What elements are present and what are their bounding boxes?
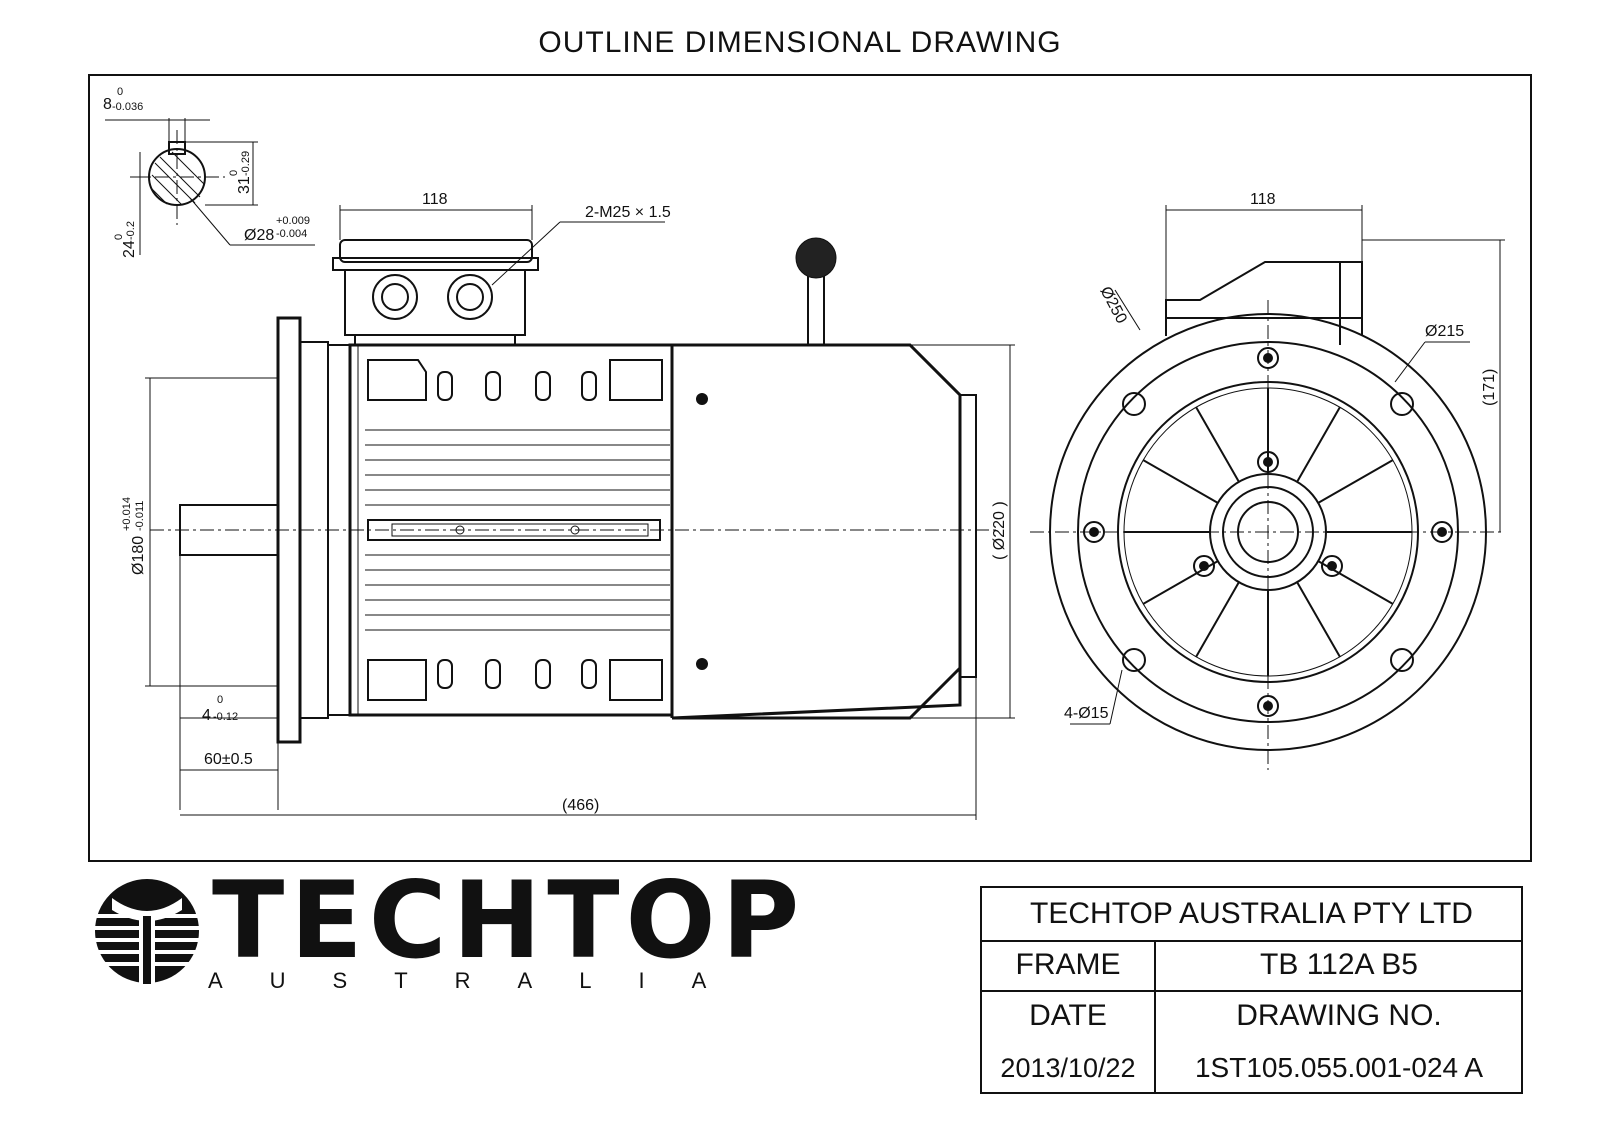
holes-dim: 4-Ø15 [1064, 705, 1109, 722]
tbox-width-side-dim: 118 [422, 191, 448, 208]
overall-length-dim: (466) [562, 797, 599, 814]
title-block: TECHTOP AUSTRALIA PTY LTD FRAME TB 112A … [980, 886, 1523, 1094]
key-width-tol-lower: -0.036 [112, 101, 143, 113]
key-height-tol-upper: 0 [228, 170, 240, 176]
shaft-section-view [105, 118, 315, 255]
shaft-dia-tol-lower: -0.004 [276, 228, 307, 240]
tbox-width-end-dim: 118 [1250, 191, 1276, 208]
body-dia-dim: ( Ø220 ) [991, 501, 1008, 560]
shaft-dia-tol-upper: +0.009 [276, 215, 310, 227]
shaft-dia-dim: Ø28 [244, 227, 274, 244]
tb-drawing-no-value: 1ST105.055.001-024 A [1194, 1052, 1483, 1083]
tb-company: TECHTOP AUSTRALIA PTY LTD [1030, 897, 1473, 930]
tb-date-value: 2013/10/22 [1000, 1052, 1136, 1083]
spigot-tol-upper: +0.014 [121, 497, 133, 531]
shaft-key-depth-tol-upper: 0 [113, 234, 125, 240]
techtop-logo: TECHTOP AUSTRALIA [92, 868, 799, 1006]
logo-brand: TECHTOP [212, 859, 806, 982]
motor-end-view [1030, 205, 1505, 770]
tb-frame-value: TB 112A B5 [1260, 948, 1418, 981]
tb-date-label: DATE [1029, 999, 1107, 1032]
key-width-tol-upper: 0 [117, 86, 123, 98]
shaft-key-depth-dim: 24 [121, 240, 138, 258]
shaft-key-depth-tol-lower: -0.2 [125, 221, 137, 240]
drawing-frame [88, 74, 1532, 862]
cable-gland-dim: 2-M25 × 1.5 [585, 204, 671, 221]
motor-side-view [145, 205, 1015, 820]
spigot-dia-dim: Ø180 [130, 536, 147, 575]
logo-emblem-icon [95, 879, 199, 984]
key-height-dim: 31 [236, 176, 253, 194]
spigot-depth-tol-upper: 0 [217, 694, 223, 706]
key-height-tol-lower: -0.29 [240, 151, 252, 176]
spigot-tol-lower: -0.011 [134, 501, 146, 531]
shaft-length-dim: 60±0.5 [204, 751, 253, 768]
drawing-title: OUTLINE DIMENSIONAL DRAWING [538, 26, 1062, 59]
pcd-dim: Ø215 [1425, 323, 1464, 340]
height-to-tbox-dim: (171) [1481, 369, 1498, 406]
tb-frame-label: FRAME [1015, 948, 1121, 981]
spigot-depth-tol-lower: -0.12 [213, 711, 238, 723]
key-width-dim: 8 [103, 96, 112, 113]
logo-sub: AUSTRALIA [208, 968, 754, 993]
tb-drawing-no-label: DRAWING NO. [1236, 999, 1442, 1032]
spigot-depth-dim: 4 [202, 707, 211, 724]
